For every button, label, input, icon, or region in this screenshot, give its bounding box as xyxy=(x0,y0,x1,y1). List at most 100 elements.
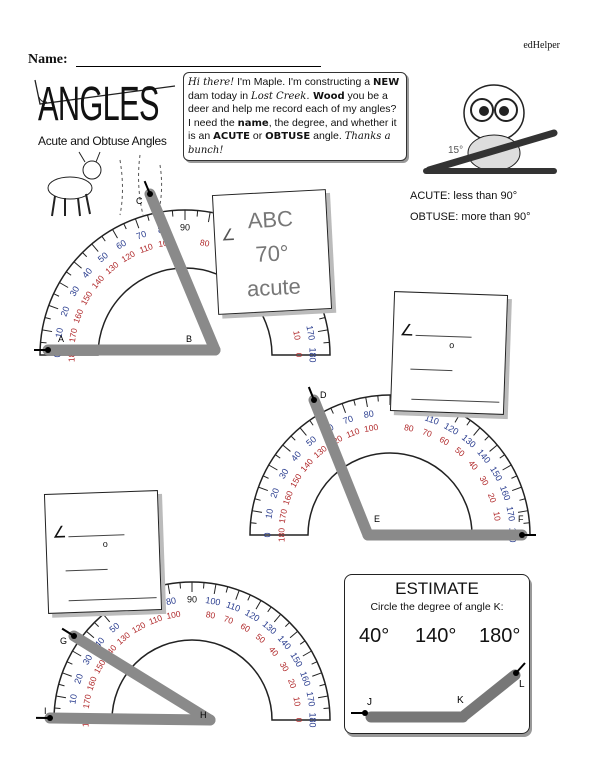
protractor-tick xyxy=(290,435,296,441)
angle-type-blank[interactable] xyxy=(68,597,157,602)
protractor-tick xyxy=(262,475,269,479)
estimate-angle-diagram: J K L xyxy=(351,662,526,723)
protractor-tick xyxy=(473,427,481,436)
point-label-l: L xyxy=(519,679,525,690)
estimate-prompt: Circle the degree of angle K: xyxy=(370,601,504,613)
estimate-title: ESTIMATE xyxy=(395,579,479,598)
protractor-tick xyxy=(299,427,307,436)
point-label-d: D xyxy=(320,390,327,400)
protractor-tick xyxy=(171,210,174,217)
protractor-tick xyxy=(235,590,240,600)
protractor-tick xyxy=(499,454,505,459)
bubble-acute: ACUTE xyxy=(213,131,250,142)
estimate-option-180[interactable]: 180° xyxy=(479,625,521,647)
outer-scale-label: 50 xyxy=(96,250,110,264)
protractor-tick xyxy=(58,683,65,687)
outer-scale-label: 40 xyxy=(289,449,303,463)
inner-scale-label: 160 xyxy=(281,489,295,506)
ray-point xyxy=(45,347,51,353)
speech-bubble: Hi there! I'm Maple. I'm constructing a … xyxy=(183,72,407,161)
protractor-tick xyxy=(207,212,211,223)
estimate-option-140[interactable]: 140° xyxy=(415,625,457,647)
point-label-a: A xyxy=(58,334,64,344)
protractor-tick xyxy=(247,594,251,601)
inner-scale-label: 160 xyxy=(71,307,85,324)
protractor-tick xyxy=(511,475,518,479)
point-label-f: F xyxy=(518,514,524,524)
protractor-tick xyxy=(299,640,306,645)
protractor-tick xyxy=(213,584,217,595)
page-title: ANGLES xyxy=(38,78,159,131)
outer-scale-label: 0 xyxy=(262,532,272,537)
ray-point xyxy=(71,633,77,639)
estimate-option-40[interactable]: 40° xyxy=(359,625,390,647)
angle-type-blank[interactable] xyxy=(411,398,500,403)
outer-scale-label: 10 xyxy=(67,693,79,705)
protractor-tick xyxy=(203,582,205,589)
name-input-line[interactable] xyxy=(76,66,321,67)
protractor-tick xyxy=(82,252,88,258)
outer-scale-label: 110 xyxy=(225,599,242,613)
protractor-tick xyxy=(250,522,257,524)
outer-scale-label: 180 xyxy=(308,712,318,727)
protractor-tick xyxy=(72,650,82,657)
outer-scale-label: 50 xyxy=(107,621,121,635)
example-angle-name: ABC xyxy=(247,205,294,234)
point-label-i: I xyxy=(44,706,47,716)
protractor-tick xyxy=(309,420,314,426)
protractor-tick xyxy=(282,444,291,452)
outer-scale-label: 40 xyxy=(80,266,94,280)
log-ray xyxy=(308,394,374,541)
outer-scale-label: 170 xyxy=(305,691,317,708)
protractor-tick xyxy=(134,218,140,229)
answer-note-1: ∠ o xyxy=(389,291,509,415)
protractor-tick xyxy=(502,464,512,471)
ray-point xyxy=(519,532,525,538)
inner-scale-label: 170 xyxy=(67,327,79,343)
bubble-text: angle. xyxy=(310,130,345,142)
outer-scale-label: 60 xyxy=(114,238,128,252)
protractor-tick xyxy=(377,395,379,402)
inner-scale-label: 10 xyxy=(291,696,303,707)
outer-scale-label: 100 xyxy=(205,595,222,607)
bubble-greeting: Hi there! xyxy=(188,77,235,88)
angle-degree-blank[interactable] xyxy=(410,368,453,372)
log-ray xyxy=(144,188,221,356)
protractor-tick xyxy=(54,707,61,709)
log-ray xyxy=(44,712,216,726)
inner-scale-label: 170 xyxy=(81,693,93,709)
inner-scale-label: 0 xyxy=(294,718,304,723)
bubble-text: , the degree, and whether it is an xyxy=(188,116,397,143)
inner-scale-label: 170 xyxy=(277,508,289,524)
outer-scale-label: 70 xyxy=(342,413,355,426)
protractor-tick xyxy=(319,316,326,320)
angle-name-blank[interactable] xyxy=(68,534,125,538)
protractor-tick xyxy=(268,464,278,471)
inner-scale-label: 110 xyxy=(138,241,154,255)
protractor-tick xyxy=(517,510,528,513)
outer-scale-label: 90 xyxy=(180,222,190,232)
inner-scale-label: 20 xyxy=(286,677,299,690)
protractor-tick xyxy=(146,214,150,221)
point-label-e: E xyxy=(374,514,380,524)
angle-name-blank[interactable] xyxy=(415,334,472,338)
protractor-tick xyxy=(73,261,82,269)
angle-degree-blank[interactable] xyxy=(65,568,108,572)
acute-definition: ACUTE: less than 90° xyxy=(410,190,518,202)
point-label-g: G xyxy=(60,636,67,646)
protractor-tick xyxy=(254,498,261,501)
protractor-tick xyxy=(42,329,53,333)
name-label: Name: xyxy=(28,52,68,67)
angle-3: HIG xyxy=(35,627,216,726)
protractor-tick xyxy=(48,304,59,310)
protractor-tick xyxy=(284,622,290,628)
inner-scale-label: 80 xyxy=(205,609,216,621)
deer-illustration xyxy=(47,151,163,217)
beaver-sign-text: 15° xyxy=(448,145,463,156)
protractor-tick xyxy=(258,486,269,492)
protractor-tick xyxy=(85,630,95,639)
protractor-tick xyxy=(489,444,498,452)
outer-scale-label: 50 xyxy=(304,434,318,448)
protractor-tick xyxy=(65,271,72,276)
beaver-illustration: 15° xyxy=(423,84,558,174)
